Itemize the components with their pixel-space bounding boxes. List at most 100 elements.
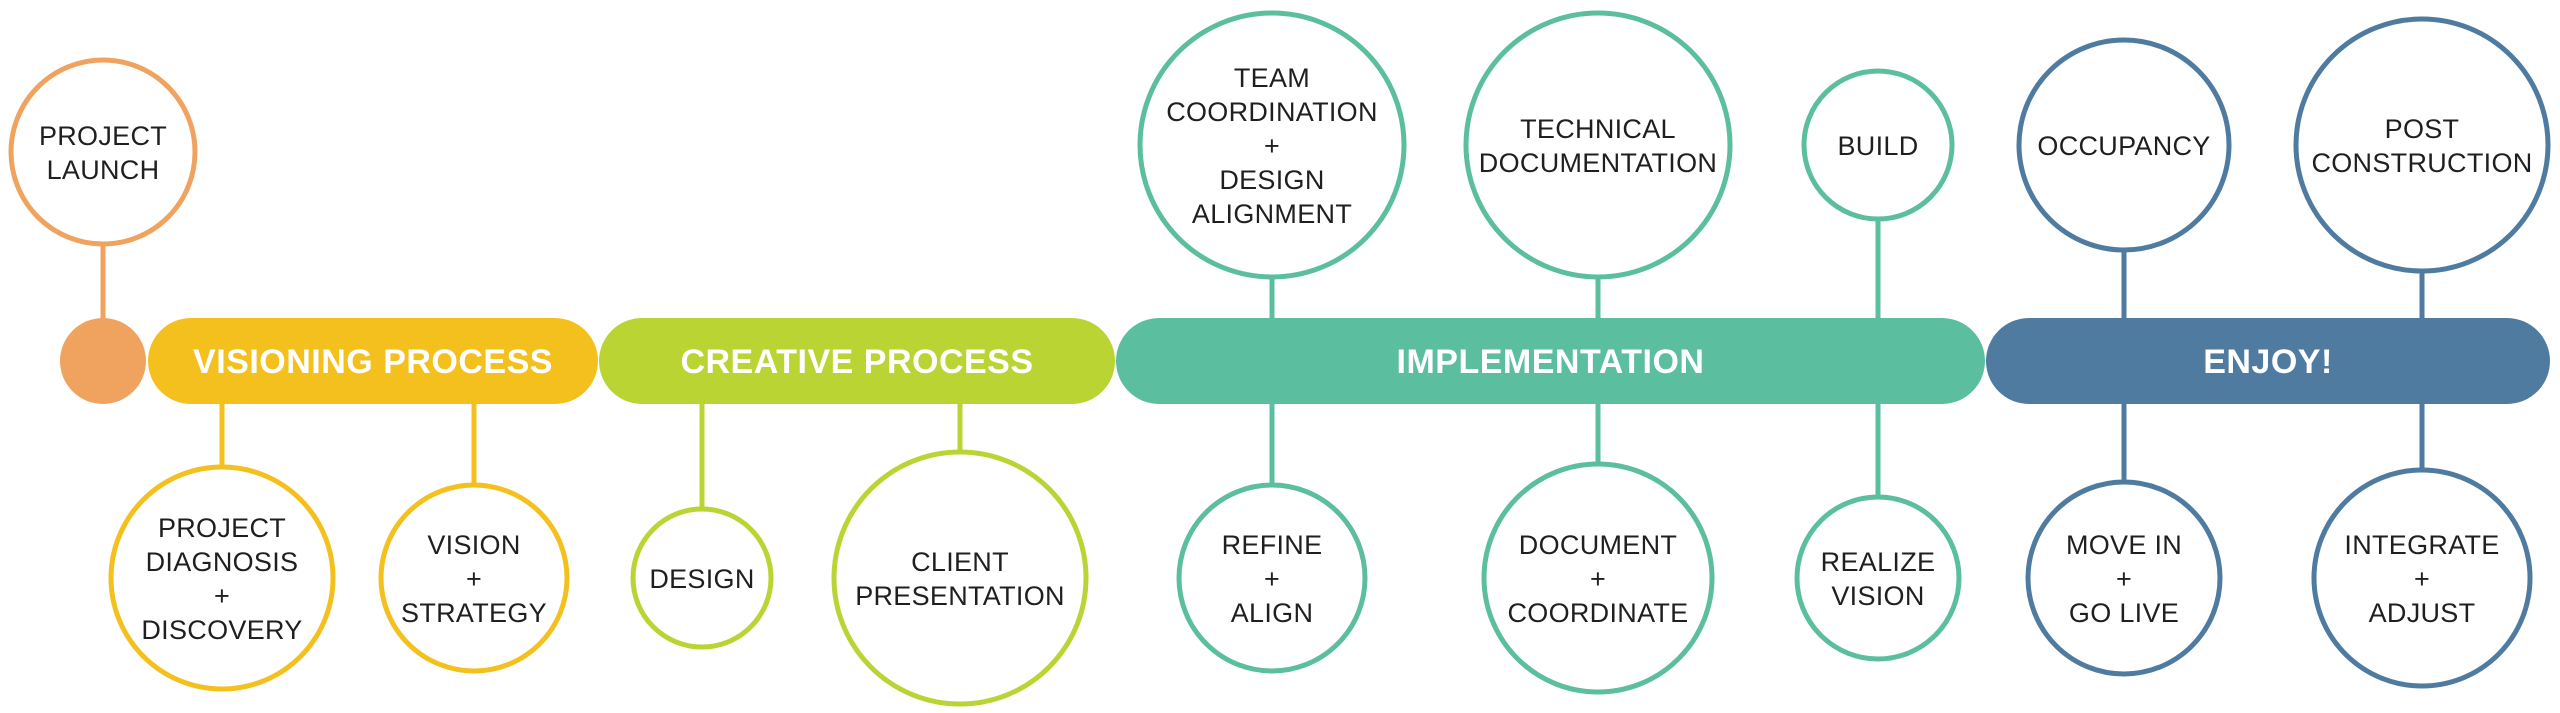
node-label-line: +	[2116, 564, 2132, 594]
phase-bar-shape	[599, 318, 1115, 404]
node-label: INTEGRATE + ADJUST	[2344, 530, 2499, 628]
phase-bar-enjoy: ENJOY!	[1986, 318, 2550, 404]
phase-bar-shape	[148, 318, 598, 404]
milestone-circle	[2311, 467, 2533, 689]
node-label-line: +	[214, 581, 230, 611]
node-label-line: PROJECT	[158, 513, 286, 543]
phase-bar-shape	[1116, 318, 1985, 404]
node-label: MOVE IN + GO LIVE	[2066, 530, 2182, 628]
node-label-line: DOCUMENTATION	[1479, 148, 1717, 178]
node-label: DOCUMENT + COORDINATE	[1507, 530, 1688, 628]
milestone-node: BUILD	[1801, 68, 1955, 222]
node-label-line: VISION	[427, 530, 520, 560]
node-label: REFINE + ALIGN	[1222, 530, 1323, 628]
milestone-nodes: PROJECT DIAGNOSIS + DISCOVERY VISION + STRATEG…	[108, 10, 2551, 707]
milestone-circle	[630, 506, 774, 650]
node-label-line: ADJUST	[2369, 598, 2476, 628]
node-label-line: +	[1264, 564, 1280, 594]
node-label-line: ALIGNMENT	[1192, 199, 1352, 229]
node-label-line: COORDINATION	[1166, 97, 1378, 127]
milestone-node: TEAM COORDINATION + DESIGN ALIGNMENT	[1137, 10, 1407, 280]
phase-bar-visioning: VISIONING PROCESS	[148, 318, 598, 404]
milestone-node: PROJECT DIAGNOSIS + DISCOVERY	[108, 464, 336, 692]
milestone-node: REFINE + ALIGN	[1176, 482, 1368, 674]
milestone-node: VISION + STRATEGY	[378, 482, 570, 674]
milestone-node: POST CONSTRUCTION	[2293, 16, 2551, 274]
node-label-line: DESIGN	[649, 564, 754, 594]
milestone-node: CLIENT PRESENTATION	[831, 449, 1089, 707]
node-label-line: +	[2414, 564, 2430, 594]
phase-bar-shape	[1986, 318, 2550, 404]
node-label-line: REFINE	[1222, 530, 1323, 560]
milestone-circle	[2025, 479, 2223, 677]
node-label-line: BUILD	[1837, 131, 1918, 161]
milestone-node: INTEGRATE + ADJUST	[2311, 467, 2533, 689]
phase-bar-label: VISIONING PROCESS	[193, 343, 553, 381]
milestone-node: REALIZE VISION	[1794, 494, 1962, 662]
milestone-circle	[1137, 10, 1407, 280]
connectors	[219, 219, 2425, 509]
node-label: PROJECT DIAGNOSIS + DISCOVERY	[141, 513, 302, 645]
node-label: DESIGN	[649, 564, 754, 594]
node-label: OCCUPANCY	[2037, 131, 2210, 161]
milestone-node: MOVE IN + GO LIVE	[2025, 479, 2223, 677]
node-label: TEAM COORDINATION + DESIGN ALIGNMENT	[1166, 63, 1378, 229]
node-label: VISION + STRATEGY	[401, 530, 547, 628]
phase-bar-label: ENJOY!	[2203, 343, 2333, 381]
node-label-line: +	[466, 564, 482, 594]
start-dot	[60, 318, 146, 404]
node-label-line: ALIGN	[1231, 598, 1314, 628]
node-label-line: DOCUMENT	[1519, 530, 1677, 560]
milestone-node: TECHNICAL DOCUMENTATION	[1463, 10, 1733, 280]
node-label: TECHNICAL DOCUMENTATION	[1479, 114, 1717, 178]
node-label: REALIZE VISION	[1821, 547, 1936, 611]
node-label: PROJECT LAUNCH	[39, 121, 167, 185]
node-label-line: CLIENT	[911, 547, 1009, 577]
node-label-line: GO LIVE	[2069, 598, 2179, 628]
node-label-line: +	[1264, 131, 1280, 161]
milestone-circle	[831, 449, 1089, 707]
node-label-line: DESIGN	[1219, 165, 1324, 195]
milestone-circle	[2016, 37, 2232, 253]
node-label-line: REALIZE	[1821, 547, 1936, 577]
milestone-node: OCCUPANCY	[2016, 37, 2232, 253]
node-label: POST CONSTRUCTION	[2311, 114, 2532, 178]
node-label-line: COORDINATE	[1507, 598, 1688, 628]
node-label: BUILD	[1837, 131, 1918, 161]
node-label-line: DISCOVERY	[141, 615, 302, 645]
milestone-circle	[1176, 482, 1368, 674]
node-label-line: +	[1590, 564, 1606, 594]
phase-bar-label: IMPLEMENTATION	[1397, 343, 1705, 381]
phase-bar-implementation: IMPLEMENTATION	[1116, 318, 1985, 404]
project-launch-node: PROJECT LAUNCH	[8, 57, 198, 404]
node-label-line: POST	[2385, 114, 2460, 144]
milestone-circle	[378, 482, 570, 674]
node-label-line: MOVE IN	[2066, 530, 2182, 560]
node-label-line: CONSTRUCTION	[2311, 148, 2532, 178]
node-label-line: PRESENTATION	[855, 581, 1065, 611]
node-label-line: OCCUPANCY	[2037, 131, 2210, 161]
phase-bar-creative: CREATIVE PROCESS	[599, 318, 1115, 404]
milestone-circle	[1463, 10, 1733, 280]
phase-bars: VISIONING PROCESS CREATIVE PROCESS IMPLEME…	[148, 318, 2550, 404]
project-launch-circle	[8, 57, 198, 247]
node-label-line: TECHNICAL	[1520, 114, 1676, 144]
node-label-line: TEAM	[1234, 63, 1310, 93]
node-label-line: VISION	[1831, 581, 1924, 611]
milestone-circle	[2293, 16, 2551, 274]
node-label-line: LAUNCH	[47, 155, 160, 185]
node-label-line: DIAGNOSIS	[146, 547, 299, 577]
node-label-line: PROJECT	[39, 121, 167, 151]
node-label-line: INTEGRATE	[2344, 530, 2499, 560]
milestone-circle	[1481, 461, 1715, 695]
node-label-line: STRATEGY	[401, 598, 547, 628]
milestone-circle	[1794, 494, 1962, 662]
node-label: CLIENT PRESENTATION	[855, 547, 1065, 611]
milestone-circle	[108, 464, 336, 692]
milestone-node: DOCUMENT + COORDINATE	[1481, 461, 1715, 695]
milestone-circle	[1801, 68, 1955, 222]
milestone-node: DESIGN	[630, 506, 774, 650]
phase-bar-label: CREATIVE PROCESS	[680, 343, 1033, 381]
